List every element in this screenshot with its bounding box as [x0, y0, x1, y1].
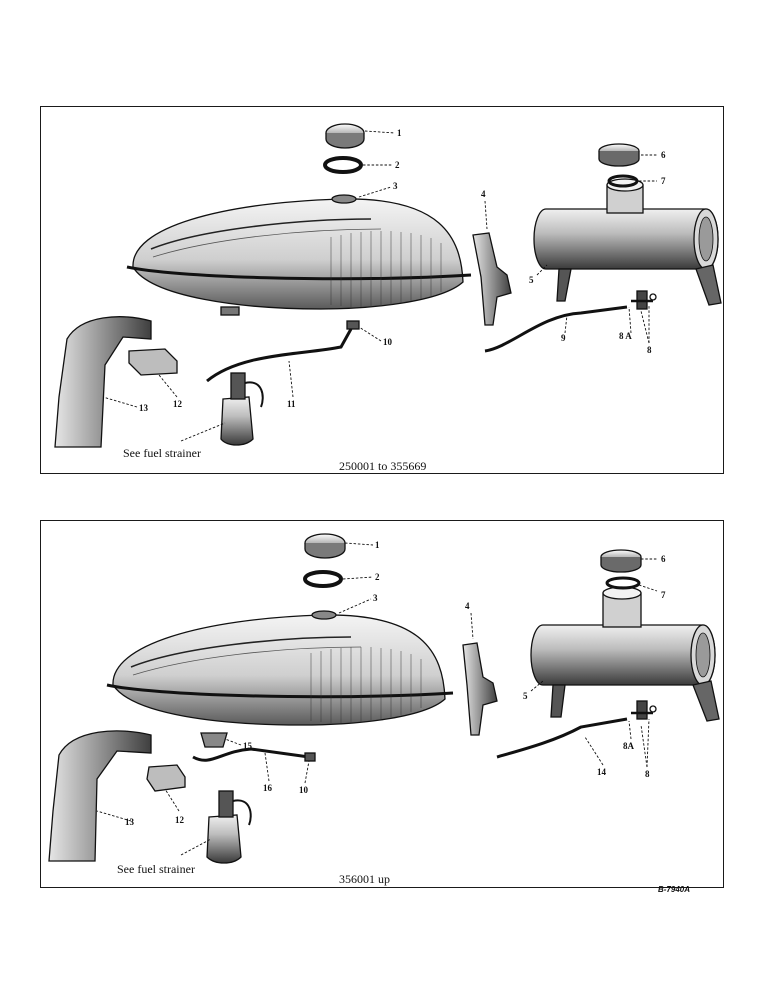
drain-fitting-part [200, 732, 228, 748]
shutoff-valve-part [631, 290, 657, 310]
sediment-gasket-part [607, 174, 639, 188]
diagram-panel-bottom: 1 2 3 4 5 6 7 8 8A 10 12 13 14 15 16 See… [40, 520, 724, 888]
fuel-tank-diagram-top: 1 2 3 4 5 6 7 8 8 A 9 10 11 12 13 See fu… [54, 123, 722, 473]
callout-3: 3 [393, 181, 398, 191]
tank-support-part [54, 316, 152, 448]
callout-5: 5 [529, 275, 534, 285]
diagram-panel-top: 1 2 3 4 5 6 7 8 8 A 9 10 11 12 13 See fu… [40, 106, 724, 474]
strainer-line-part [192, 747, 310, 762]
serial-range-caption: 250001 to 355669 [339, 459, 426, 473]
fuel-tank-part [106, 610, 454, 726]
callout-5: 5 [523, 691, 528, 701]
strainer-note: See fuel strainer [123, 446, 201, 460]
strainer-note: See fuel strainer [117, 862, 195, 876]
callout-2: 2 [395, 160, 400, 170]
fuel-strainer-part [206, 790, 252, 864]
callout-4: 4 [465, 601, 470, 611]
sediment-tank-part [530, 586, 720, 722]
callout-13: 13 [125, 817, 135, 827]
callout-1: 1 [375, 540, 380, 550]
shutoff-valve-part [631, 700, 657, 720]
fuel-line-part [496, 717, 628, 759]
callout-12: 12 [175, 815, 185, 825]
sediment-gasket-part [605, 576, 641, 590]
callout-1: 1 [397, 128, 402, 138]
callout-14: 14 [597, 767, 607, 777]
callout-4: 4 [481, 189, 486, 199]
callout-7: 7 [661, 590, 666, 600]
hold-down-strap-part [146, 764, 186, 792]
sediment-tank-part [533, 178, 722, 306]
bracket-part [472, 232, 512, 326]
cap-gasket-part [303, 570, 343, 588]
callout-2: 2 [375, 572, 380, 582]
elbow-fitting-part [304, 752, 316, 762]
callout-6: 6 [661, 150, 666, 160]
drawing-reference-number: B-7940A [658, 885, 691, 894]
elbow-fitting-part [346, 320, 360, 330]
sediment-cap-part [598, 143, 640, 167]
callout-12: 12 [173, 399, 183, 409]
fuel-tank-part [126, 194, 472, 316]
callout-8: 8 [645, 769, 650, 779]
callout-9: 9 [561, 333, 566, 343]
callout-3: 3 [373, 593, 378, 603]
callout-8a: 8 A [619, 331, 632, 341]
callout-11: 11 [287, 399, 296, 409]
strainer-line-part [206, 328, 353, 383]
tank-cap-part [304, 533, 346, 559]
callout-16: 16 [263, 783, 273, 793]
fuel-strainer-part [220, 372, 264, 446]
fuel-line-part [484, 305, 628, 353]
serial-range-caption: 356001 up [339, 872, 390, 886]
callout-6: 6 [661, 554, 666, 564]
fuel-tank-diagram-bottom: 1 2 3 4 5 6 7 8 8A 10 12 13 14 15 16 See… [48, 533, 720, 886]
tank-support-part [48, 730, 152, 862]
callout-15: 15 [243, 741, 253, 751]
callout-7: 7 [661, 176, 666, 186]
tank-cap-part [325, 123, 365, 149]
callout-8: 8 [647, 345, 652, 355]
sediment-cap-part [600, 549, 642, 573]
callout-10: 10 [383, 337, 393, 347]
bracket-part [462, 642, 498, 736]
cap-gasket-part [323, 156, 363, 174]
callout-13: 13 [139, 403, 149, 413]
callout-10: 10 [299, 785, 309, 795]
callout-8a: 8A [623, 741, 635, 751]
hold-down-strap-part [128, 348, 178, 376]
